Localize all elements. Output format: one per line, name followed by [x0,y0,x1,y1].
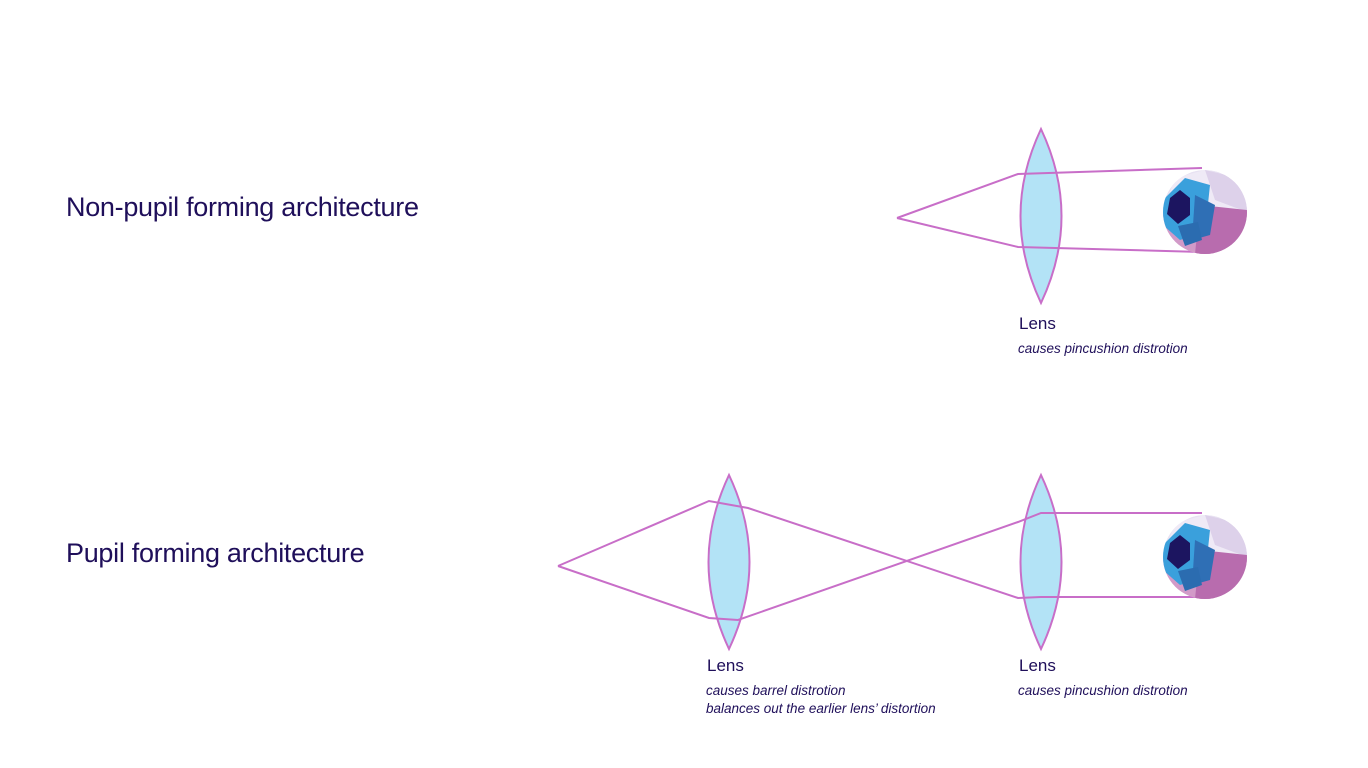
ray-top-upper [896,167,1203,219]
eye-icon [1163,170,1247,254]
lens-label-bottom-left: Lens [707,656,744,675]
lens-note-top: causes pincushion distrotion [1018,341,1188,356]
non-pupil-diagram [896,126,1247,306]
ray-top-lower [896,217,1203,253]
pupil-diagram [557,472,1247,652]
lens-note-bottom-left-line2: balances out the earlier lens’ distortio… [706,701,936,716]
lens-bottom-left [707,472,751,652]
eye-icon [1163,515,1247,599]
lens-note-bottom-right: causes pincushion distrotion [1018,683,1188,698]
lens-label-top: Lens [1019,314,1056,333]
lens-bottom-right [1019,472,1063,652]
section-title-non-pupil: Non-pupil forming architecture [66,192,419,222]
ray-bottom-upper [557,499,1202,600]
section-title-pupil: Pupil forming architecture [66,538,365,568]
lens-label-bottom-right: Lens [1019,656,1056,675]
lens-note-bottom-left-line1: causes barrel distrotion [706,683,846,698]
ray-bottom-lower [557,512,1202,622]
lens-top [1019,126,1063,306]
